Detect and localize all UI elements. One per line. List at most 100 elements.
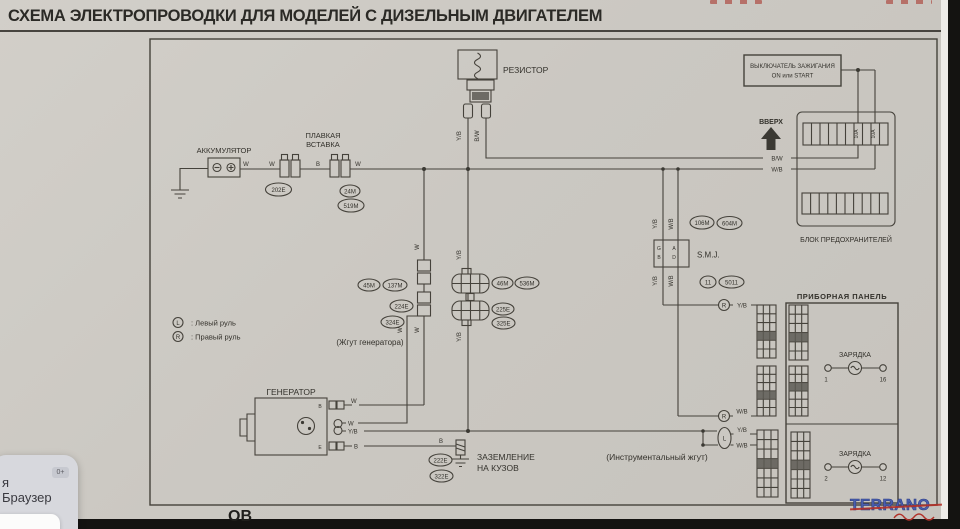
generator: ГЕНЕРАТОР B E W W Y/B B	[239, 387, 358, 456]
connector-oval	[718, 275, 745, 289]
instrument-panel-box	[785, 302, 899, 504]
connector-oval	[337, 198, 365, 213]
wire-label-bw: B/W	[475, 130, 481, 142]
charge-circuit-bottom: ЗАРЯДКА 2 12	[824, 451, 887, 483]
generator-harness-chain: W W W 45M 137M 224E 324E (Жгут генератор…	[336, 244, 432, 347]
connector-oval	[382, 278, 408, 292]
charge-pin-right: 12	[880, 477, 887, 483]
connector-oval	[389, 299, 414, 313]
age-badge: 0+	[52, 467, 69, 478]
wire-label-w: W	[348, 422, 354, 428]
wire-label-b: B	[354, 445, 358, 451]
fusible-link: ПЛАВКАЯ ВСТАВКА W W B W 202E 24M 519M	[243, 131, 365, 213]
title-divider	[0, 30, 941, 32]
wires	[171, 68, 876, 447]
connector-oval	[264, 182, 293, 197]
fusible-link-label-1: ПЛАВКАЯ	[305, 131, 340, 140]
generator-label: ГЕНЕРАТОР	[266, 387, 316, 397]
body-ground-label-2: НА КУЗОВ	[477, 463, 519, 473]
ignition-switch-label-1: ВЫКЛЮЧАТЕЛЬ ЗАЖИГАНИЯ	[750, 64, 835, 70]
wire-label-w: W	[269, 162, 275, 168]
fusible-link-connectors	[279, 153, 351, 178]
wire-label-yb: Y/B	[457, 332, 463, 342]
fuse-block-label: БЛОК ПРЕДОХРАНИТЕЛЕЙ	[800, 235, 892, 244]
body-ground: B 222E 322E ЗАЗЕМЛЕНИЕ НА КУЗОВ	[428, 439, 535, 483]
battery-terminals-icon	[212, 162, 236, 173]
terminal-icon	[824, 364, 832, 372]
connector-5011: 5011	[725, 281, 739, 287]
connector-oval	[380, 315, 405, 329]
fuse-block: 10A 10A БЛОК ПРЕДОХРАНИТЕЛЕЙ B/W W/B	[771, 111, 896, 244]
resistor-label: РЕЗИСТОР	[503, 65, 549, 75]
connector-oval	[491, 276, 514, 290]
ground-icon	[171, 167, 208, 199]
tooltip-truncated-line: я	[2, 475, 10, 490]
charge-pin-left: 1	[824, 378, 828, 384]
wire-label-wb: W/B	[771, 168, 782, 174]
generator-terminal-e: E	[318, 445, 322, 451]
charge-label: ЗАРЯДКА	[839, 352, 871, 359]
connector-oval	[716, 215, 743, 231]
wire-label-w: W	[398, 327, 404, 333]
l-marker: L	[723, 437, 727, 443]
battery-label: АККУМУЛЯТОР	[197, 146, 252, 155]
charge-label: ЗАРЯДКА	[839, 451, 871, 458]
rhd-circle-icon	[717, 298, 731, 312]
overlay-button[interactable]	[0, 514, 60, 529]
connector-oval	[428, 453, 453, 467]
smj-pin-g: G	[657, 246, 661, 252]
diagram-border	[149, 38, 938, 506]
charge-circuit-top: ЗАРЯДКА 1 16	[824, 352, 887, 384]
ignition-switch-box	[743, 54, 842, 87]
wire-label-yb: Y/B	[457, 131, 463, 141]
smj: Y/B W/B 106M 604M G B A D S.M.J. Y/B W/B…	[653, 215, 745, 289]
wire-label-wb: W/B	[736, 444, 747, 450]
wire-label-wb: W/B	[669, 275, 675, 286]
ignition-switch-label-2: ON или START	[772, 74, 814, 80]
connector-325e: 325E	[496, 322, 510, 328]
wire-label-yb: Y/B	[737, 428, 747, 434]
connector-oval	[339, 184, 361, 198]
red-mark	[886, 0, 932, 4]
connector-oval	[689, 215, 715, 230]
rhd-marker: R	[722, 304, 727, 310]
connector-grid	[451, 267, 490, 327]
resistor-box	[457, 49, 498, 80]
connector-604m: 604M	[722, 222, 737, 228]
connector-222e: 222E	[433, 459, 447, 465]
connector-oval	[491, 316, 516, 330]
harness-instrument-label: (Инструментальный жгут)	[606, 452, 708, 462]
centre-connectors: Y/B Y/B 46M 536M 225E 325E	[451, 250, 540, 342]
charge-pin-left: 2	[824, 477, 828, 483]
screen-edge-right	[948, 0, 960, 529]
connector-45m: 45M	[363, 284, 375, 290]
connector-322e: 322E	[434, 475, 448, 481]
page-title: СХЕМА ЭЛЕКТРОПРОВОДКИ ДЛЯ МОДЕЛЕЙ С ДИЗЕ…	[8, 6, 603, 25]
ignition-switch: ВЫКЛЮЧАТЕЛЬ ЗАЖИГАНИЯ ON или START	[743, 54, 842, 87]
fusible-link-label-2: ВСТАВКА	[306, 140, 340, 149]
wire-label-w: W	[415, 244, 421, 250]
fuse-rating: 10A	[854, 129, 860, 139]
connector-137m: 137M	[387, 284, 402, 290]
lhd-symbol: L	[176, 321, 180, 327]
wire-label-yb: Y/B	[653, 219, 659, 229]
wire-label-yb: Y/B	[457, 250, 463, 260]
ground-icon	[452, 439, 469, 468]
up-arrow-icon	[761, 127, 781, 150]
l-pill-connector	[717, 426, 732, 450]
resistor-coil-icon	[473, 52, 482, 80]
connector-324e: 324E	[385, 321, 399, 327]
smj-label: S.M.J.	[697, 251, 720, 260]
wire-label-yb: Y/B	[348, 430, 358, 436]
instrument-harness-links: R Y/B R W/B L Y/B W/B (Инструментальный …	[606, 298, 748, 462]
connector-202e: 202E	[271, 188, 285, 194]
connector-106m: 106M	[694, 221, 709, 227]
smj-pin-a: A	[672, 246, 676, 252]
generator-connectors	[328, 400, 345, 451]
direction-up: ВВЕРХ	[759, 119, 783, 150]
cut-off-text: ОВ	[228, 508, 252, 525]
generator-box	[254, 397, 328, 456]
connector-oval	[491, 302, 515, 316]
